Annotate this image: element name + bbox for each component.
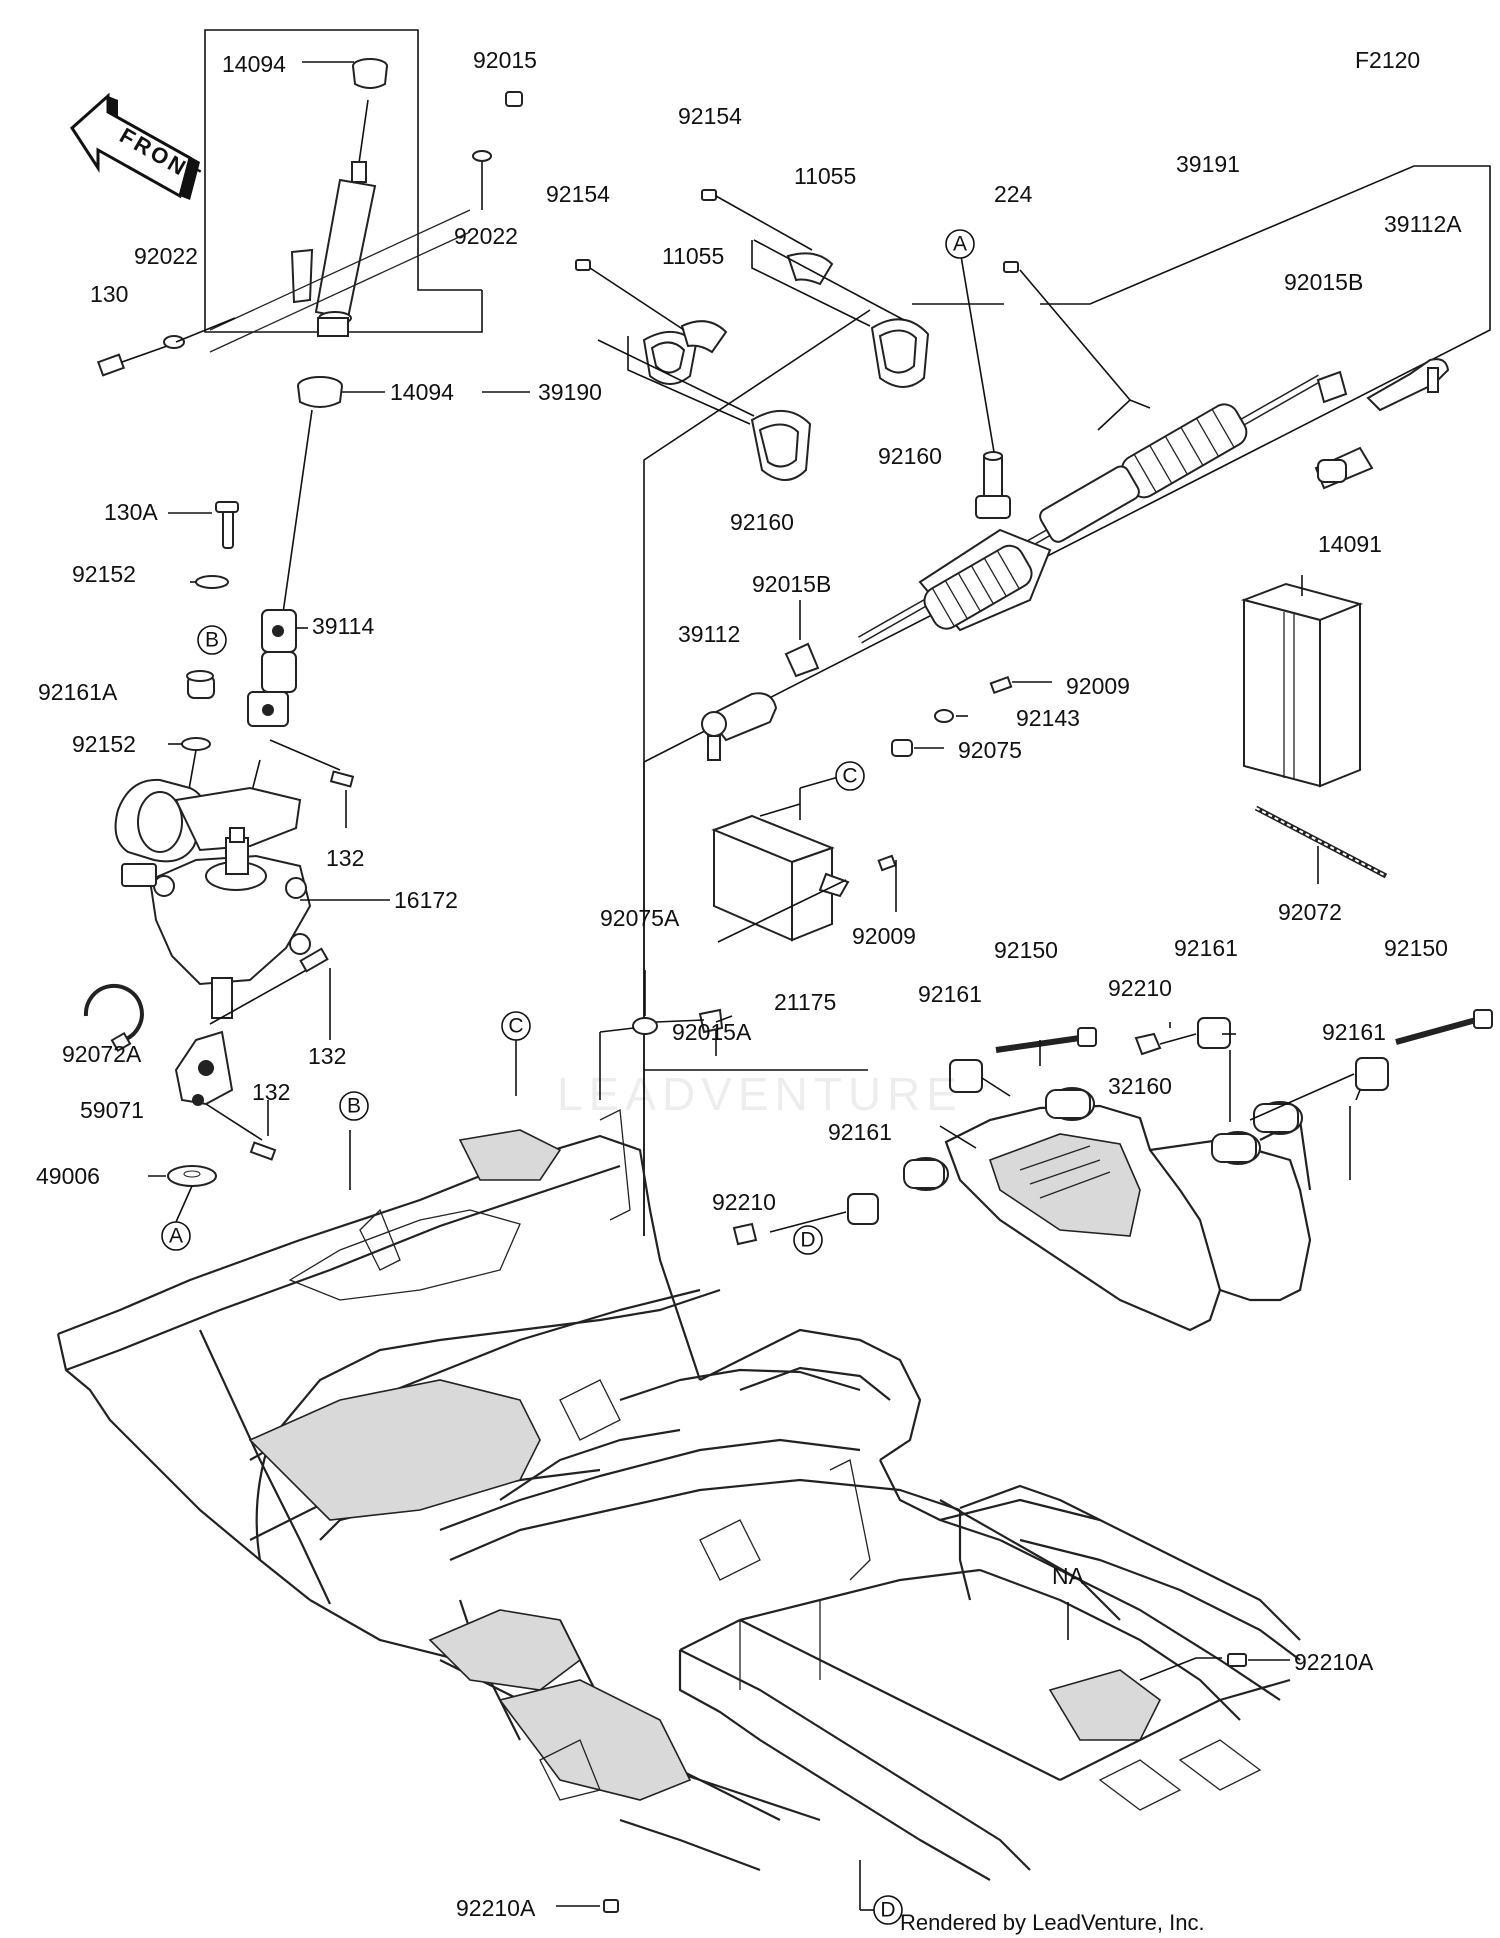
callout-39112: 39112 [678,621,740,647]
callout-92154-left: 92154 [546,181,610,207]
ref-a-joint: A [169,1225,183,1248]
callout-92160-left: 92160 [730,509,794,535]
callout-130A: 130A [104,499,158,525]
ref-b-mount: B [205,629,219,652]
callout-92210A-bottom: 92210A [456,1895,536,1921]
callout-92015A: 92015A [672,1019,752,1045]
callout-16172: 16172 [394,887,458,913]
callout-92152-lower: 92152 [72,731,136,757]
callout-92143: 92143 [1016,705,1080,731]
callout-92075A: 92075A [600,905,680,931]
ref-a-rack: A [953,233,967,256]
front-a-arm-32160 [732,1009,1493,1332]
callout-92022-right: 92022 [454,223,518,249]
callout-39191: 39191 [1176,151,1240,177]
callout-39114: 39114 [312,613,374,639]
watermark: LEADVENTURE [557,1068,963,1120]
callout-59071: 59071 [80,1097,144,1123]
callout-132-middle: 132 [308,1043,346,1069]
callout-21175: 21175 [774,989,836,1015]
ref-d-frame: D [880,1899,895,1922]
ref-c-module: C [842,765,857,788]
callout-92150-left: 92150 [994,937,1058,963]
callout-32160: 32160 [1108,1073,1172,1099]
callout-92161A: 92161A [38,679,118,705]
callout-92015B-left: 92015B [752,571,831,597]
ref-c-frame: C [508,1015,523,1038]
callout-92150-right: 92150 [1384,935,1448,961]
front-direction-arrow: FRONT [70,92,207,200]
callout-92009-upper: 92009 [1066,673,1130,699]
callout-92161-left: 92161 [918,981,982,1007]
callout-92015: 92015 [473,47,537,73]
callout-92160-right: 92160 [878,443,942,469]
callout-14094-top: 14094 [222,51,286,77]
credit-line: Rendered by LeadVenture, Inc. [900,1910,1205,1935]
callout-92161-lower: 92161 [828,1119,892,1145]
callout-92022-left: 92022 [134,243,198,269]
steering-joint-59071 [148,947,331,1223]
ref-b-frame: B [347,1095,361,1118]
ref-d-arm: D [800,1229,815,1252]
callout-132-upper: 132 [326,845,364,871]
callout-92015B-right: 92015B [1284,269,1363,295]
callout-92210-lower: 92210 [712,1189,776,1215]
callout-92152-upper: 92152 [72,561,136,587]
callout-92072: 92072 [1278,899,1342,925]
callout-130: 130 [90,281,128,307]
callout-14091: 14091 [1318,531,1382,557]
reference-markers: A A B B C C D D [161,229,975,1925]
callout-132-lower: 132 [252,1079,290,1105]
callout-NA: NA [1052,1563,1085,1589]
figure-code: F2120 [1355,47,1420,73]
callout-49006: 49006 [36,1163,100,1189]
part-number-callouts: 14094 92015 92022 92022 130 14094 39190 … [36,47,1462,1921]
steering-shaft-group [96,29,530,621]
callout-11055-right: 11055 [794,163,856,189]
callout-92210A-right: 92210A [1294,1649,1374,1675]
callout-92009-lower: 92009 [852,923,916,949]
callout-92075: 92075 [958,737,1022,763]
power-steering-unit-16172 [114,778,390,1019]
hose-clamp-92072A [83,983,144,1053]
callout-92072A: 92072A [62,1041,142,1067]
callout-224: 224 [994,181,1033,207]
steering-rack-group [575,165,1491,1236]
callout-39112A: 39112A [1384,211,1462,237]
callout-11055-left: 11055 [662,243,724,269]
callout-14094-bottom: 14094 [390,379,454,405]
callout-92161-top: 92161 [1174,935,1238,961]
callout-92154-right: 92154 [678,103,742,129]
callout-92161-right: 92161 [1322,1019,1386,1045]
callout-39190: 39190 [538,379,602,405]
control-unit-21175 [599,775,897,1100]
callout-92210-upper: 92210 [1108,975,1172,1001]
vehicle-frame [56,1040,1301,1913]
ecu-module-14091 [1240,575,1388,884]
